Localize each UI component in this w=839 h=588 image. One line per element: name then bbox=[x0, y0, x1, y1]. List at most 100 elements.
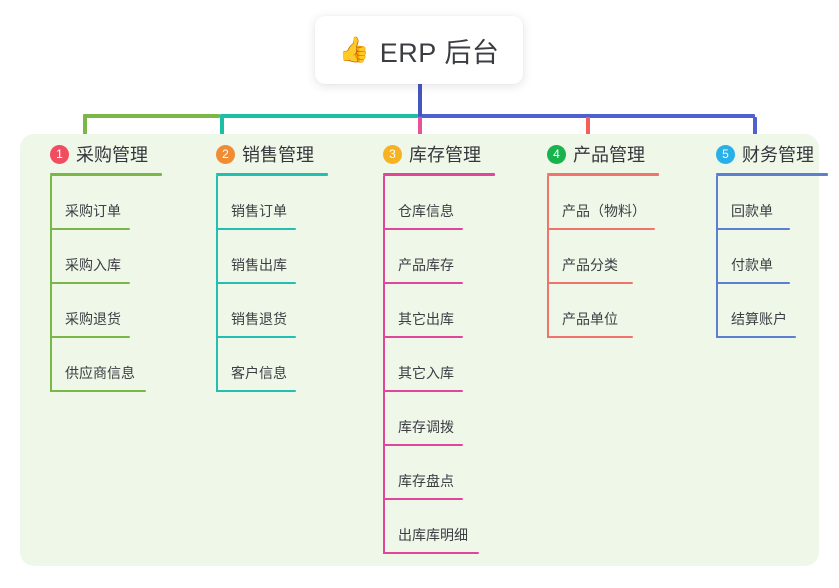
branch-items: 仓库信息产品库存其它出库其它入库库存调拨库存盘点出库库明细 bbox=[366, 176, 495, 554]
branch-item-underline bbox=[50, 228, 130, 230]
branch-item-underline bbox=[547, 282, 633, 284]
branch-number-badge: 2 bbox=[216, 144, 235, 164]
branch-item-underline bbox=[383, 552, 479, 554]
branch-column-3: 3 库存管理仓库信息产品库存其它出库其它入库库存调拨库存盘点出库库明细 bbox=[366, 140, 495, 554]
branch-item-underline bbox=[383, 498, 463, 500]
branch-item[interactable]: 销售退货 bbox=[199, 284, 328, 338]
branch-item-underline bbox=[383, 282, 463, 284]
branch-column-1: 1 采购管理采购订单采购入库采购退货供应商信息 bbox=[33, 140, 162, 392]
root-node-card[interactable]: 👍 ERP 后台 bbox=[315, 16, 523, 84]
branch-title: 采购管理 bbox=[76, 145, 148, 165]
branch-item-label: 库存盘点 bbox=[398, 473, 454, 489]
branch-item[interactable]: 采购订单 bbox=[33, 176, 162, 230]
root-stem-connector bbox=[418, 83, 422, 116]
branch-item-label: 销售出库 bbox=[231, 257, 287, 273]
branch-number-badge: 1 bbox=[50, 144, 69, 164]
branch-underline bbox=[216, 173, 328, 176]
branch-item-label: 其它出库 bbox=[398, 311, 454, 327]
branch-item[interactable]: 仓库信息 bbox=[366, 176, 495, 230]
branch-title: 库存管理 bbox=[409, 145, 481, 165]
drop-finance bbox=[753, 117, 757, 145]
branch-item-underline bbox=[383, 444, 463, 446]
branch-item-underline bbox=[547, 228, 655, 230]
root-node-content: 👍 ERP 后台 bbox=[339, 31, 500, 70]
branches-panel bbox=[20, 134, 819, 566]
branch-header-2[interactable]: 2 销售管理 bbox=[199, 140, 328, 168]
branch-item-label: 结算账户 bbox=[731, 311, 787, 327]
branch-header-3[interactable]: 3 库存管理 bbox=[366, 140, 495, 168]
branch-item[interactable]: 结算账户 bbox=[699, 284, 828, 338]
branch-underline bbox=[716, 173, 828, 176]
branch-item[interactable]: 回款单 bbox=[699, 176, 828, 230]
branch-item-label: 其它入库 bbox=[398, 365, 454, 381]
branch-item-label: 采购订单 bbox=[65, 203, 121, 219]
branch-item-underline bbox=[50, 390, 146, 392]
branch-item-label: 销售退货 bbox=[231, 311, 287, 327]
branch-item[interactable]: 采购退货 bbox=[33, 284, 162, 338]
branch-item-underline bbox=[216, 228, 296, 230]
branch-item-label: 产品单位 bbox=[562, 311, 618, 327]
branch-item[interactable]: 产品单位 bbox=[530, 284, 659, 338]
branch-number-badge: 5 bbox=[716, 144, 735, 164]
branch-item[interactable]: 出库库明细 bbox=[366, 500, 495, 554]
branch-item-label: 付款单 bbox=[731, 257, 773, 273]
branch-item-label: 出库库明细 bbox=[398, 527, 468, 543]
drop-purchase bbox=[83, 117, 87, 145]
branch-item[interactable]: 其它入库 bbox=[366, 338, 495, 392]
drop-sales bbox=[220, 117, 224, 145]
branch-item[interactable]: 产品库存 bbox=[366, 230, 495, 284]
branch-item-label: 库存调拨 bbox=[398, 419, 454, 435]
branch-item[interactable]: 付款单 bbox=[699, 230, 828, 284]
branch-item[interactable]: 客户信息 bbox=[199, 338, 328, 392]
branch-item[interactable]: 产品分类 bbox=[530, 230, 659, 284]
branch-item-label: 产品库存 bbox=[398, 257, 454, 273]
branch-title: 财务管理 bbox=[742, 145, 814, 165]
branch-item-underline bbox=[716, 336, 796, 338]
branch-item[interactable]: 销售订单 bbox=[199, 176, 328, 230]
branch-underline bbox=[50, 173, 162, 176]
branch-item-label: 仓库信息 bbox=[398, 203, 454, 219]
thumbs-up-icon: 👍 bbox=[338, 35, 370, 64]
drop-inventory bbox=[418, 117, 422, 145]
branch-item-underline bbox=[50, 282, 130, 284]
branch-items: 销售订单销售出库销售退货客户信息 bbox=[199, 176, 328, 392]
branch-item-underline bbox=[716, 228, 790, 230]
branch-spine bbox=[547, 176, 549, 338]
branch-item-underline bbox=[383, 228, 463, 230]
branch-title: 产品管理 bbox=[573, 145, 645, 165]
branch-item-label: 产品分类 bbox=[562, 257, 618, 273]
branch-item-underline bbox=[50, 336, 130, 338]
branch-item-underline bbox=[383, 390, 463, 392]
branch-items: 回款单付款单结算账户 bbox=[699, 176, 828, 338]
branch-item-label: 采购入库 bbox=[65, 257, 121, 273]
branch-spine bbox=[716, 176, 718, 338]
branch-item-underline bbox=[216, 282, 296, 284]
branch-item[interactable]: 产品（物料） bbox=[530, 176, 659, 230]
branch-item[interactable]: 库存盘点 bbox=[366, 446, 495, 500]
branch-item[interactable]: 库存调拨 bbox=[366, 392, 495, 446]
branch-item-label: 回款单 bbox=[731, 203, 773, 219]
bar-teal bbox=[220, 114, 418, 118]
branch-header-5[interactable]: 5 财务管理 bbox=[699, 140, 828, 168]
branch-title: 销售管理 bbox=[242, 145, 314, 165]
branch-item[interactable]: 采购入库 bbox=[33, 230, 162, 284]
branch-item-label: 客户信息 bbox=[231, 365, 287, 381]
branch-item-label: 供应商信息 bbox=[65, 365, 135, 381]
branch-item[interactable]: 其它出库 bbox=[366, 284, 495, 338]
branch-underline bbox=[547, 173, 659, 176]
branch-item-underline bbox=[216, 336, 296, 338]
branch-item-underline bbox=[547, 336, 633, 338]
branch-number-badge: 3 bbox=[383, 144, 402, 164]
branch-item[interactable]: 销售出库 bbox=[199, 230, 328, 284]
branch-items: 采购订单采购入库采购退货供应商信息 bbox=[33, 176, 162, 392]
branch-item-underline bbox=[216, 390, 296, 392]
branch-item[interactable]: 供应商信息 bbox=[33, 338, 162, 392]
branch-underline bbox=[383, 173, 495, 176]
branch-header-1[interactable]: 1 采购管理 bbox=[33, 140, 162, 168]
branch-column-2: 2 销售管理销售订单销售出库销售退货客户信息 bbox=[199, 140, 328, 392]
branch-spine bbox=[216, 176, 218, 392]
branch-item-label: 销售订单 bbox=[231, 203, 287, 219]
